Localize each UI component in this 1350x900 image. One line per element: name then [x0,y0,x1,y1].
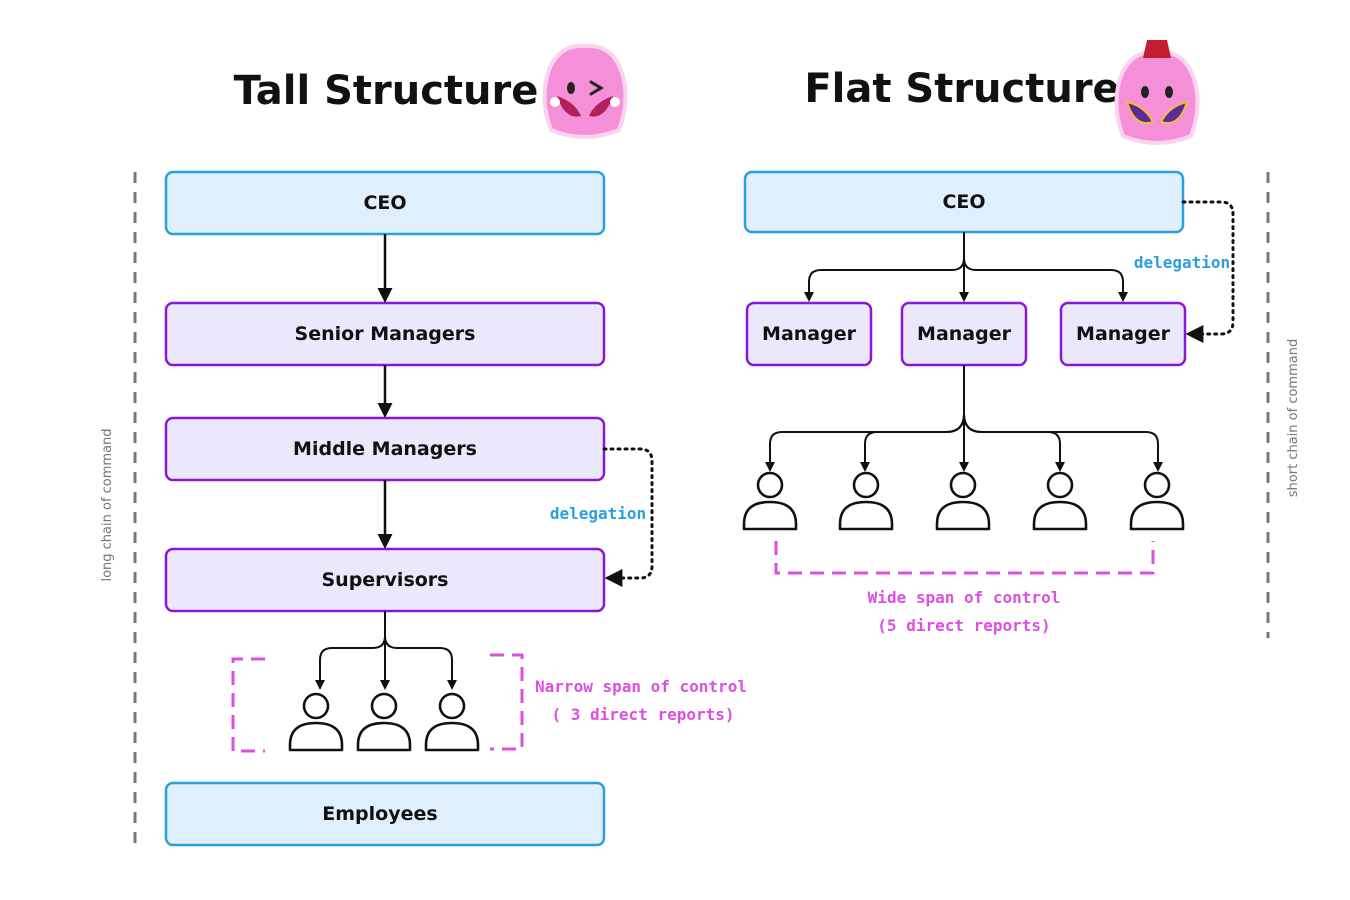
wide-span-bracket [774,541,1155,575]
manager-box [745,301,873,367]
manager-label: Manager [917,323,1012,345]
flat-delegation-label: delegation [1134,253,1230,272]
manager-box [1059,301,1187,367]
supervisor-fanout-connectors [315,611,457,690]
employees-box [164,781,606,847]
employee-person-icon [742,471,798,531]
employee-person-icon [424,692,480,752]
middle-managers-label: Middle Managers [293,438,477,460]
short-chain-label: short chain of command [1286,339,1301,497]
employee-person-icon [935,471,991,531]
tall-ceo-label: CEO [363,192,406,214]
narrow-span-left-bracket [231,657,265,753]
narrow-span-right-bracket [490,653,524,751]
employees-label: Employees [322,803,437,825]
manager-label: Manager [1076,323,1171,345]
narrow-span-label-line1: Narrow span of control [535,677,747,696]
tall-delegation-arrow [602,447,654,587]
employee-person-icon [1129,471,1185,531]
narrow-span-label-line2: ( 3 direct reports) [551,705,734,724]
employee-person-icon [288,692,344,752]
manager-label: Manager [762,323,857,345]
flat-structure-title: Flat Structure [804,66,1119,112]
employee-person-icon [1032,471,1088,531]
blob-mascot-fez-icon [1114,40,1200,145]
employee-person-icon [356,692,412,752]
supervisors-label: Supervisors [321,569,448,591]
ceo-to-managers-connectors [804,232,1128,302]
manager-fanout-connectors [765,365,1163,472]
wide-span-label-line2: (5 direct reports) [877,616,1050,635]
employee-person-icon [838,471,894,531]
tall-structure-title: Tall Structure [234,68,539,114]
long-chain-label: long chain of command [100,428,115,581]
blob-mascot-icon [542,43,628,139]
flat-ceo-label: CEO [942,191,985,213]
tall-delegation-label: delegation [550,504,646,523]
senior-managers-label: Senior Managers [295,323,476,345]
wide-span-label-line1: Wide span of control [868,588,1061,607]
flat-delegation-arrow [1181,200,1235,343]
